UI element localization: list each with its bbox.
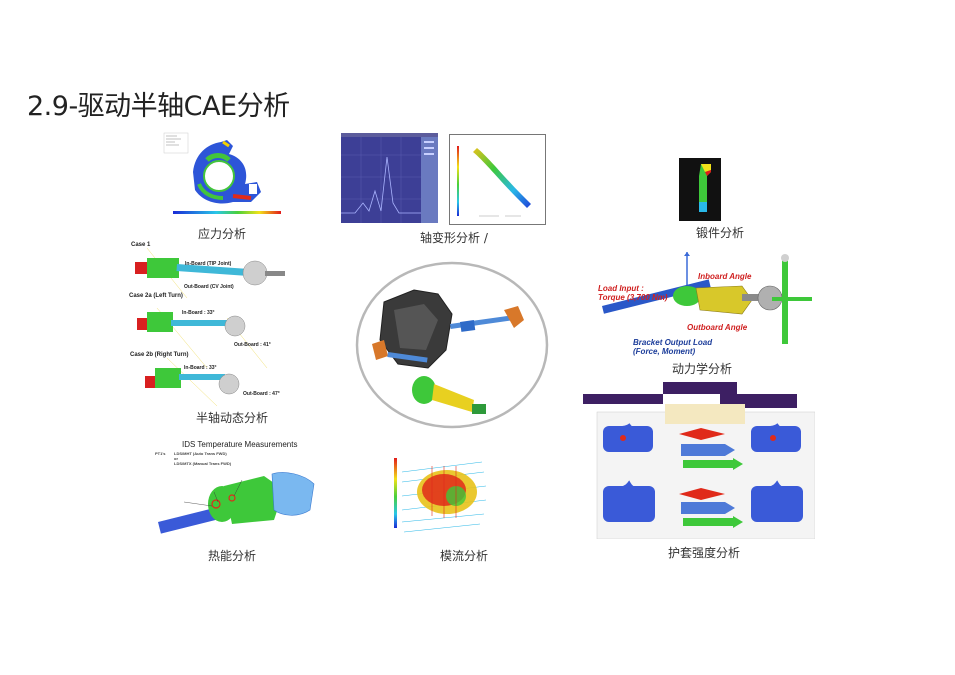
flow-figure [392,452,496,540]
load-input-label: Load Input : [598,284,644,293]
boot-strength-caption: 护套强度分析 [668,546,741,560]
flow-caption: 模流分析 [440,549,489,563]
case2b-outboard-label: Out-Board : 47° [243,391,280,397]
dynamics-caption: 动力学分析 [672,362,733,376]
case1-outboard-label: Out-Board (CV Joint) [184,284,234,290]
dynamics-figure [592,252,822,360]
halfshaft-dynamic-figure [127,238,287,408]
inboard-angle-label: Inboard Angle [698,272,752,281]
bracket-output-label: Bracket Output Load [633,338,713,347]
case1-inboard-label: In-Board (TIP Joint) [185,261,232,267]
case2a-inboard-label: In-Board : 33° [182,310,215,316]
deformation-caption: 轴变形分析 / [420,231,488,245]
torque-label: Torque (3,700 Nm) [598,293,668,302]
forging-figure [679,158,721,221]
forging-caption: 锻件分析 [696,226,745,240]
case2b-label: Case 2b (Right Turn) [130,352,189,358]
case2a-outboard-label: Out-Board : 41° [234,342,271,348]
halfshaft-dynamic-caption: 半轴动态分析 [196,411,269,425]
force-moment-label: (Force, Moment) [633,347,696,356]
thermal-heading: IDS Temperature Measurements [182,440,298,449]
thermal-figure [154,440,320,542]
case2a-label: Case 2a (Left Turn) [129,293,183,299]
stress-figure [163,132,291,220]
thermal-legend-line2: or [174,456,178,461]
stress-caption: 应力分析 [198,227,247,241]
case2b-inboard-label: In-Board : 33° [184,365,217,371]
boot-strength-figure [583,382,816,540]
outboard-angle-label: Outboard Angle [687,323,748,332]
thermal-legend-line3: LDS/MTX (Manual Trans FWD) [174,461,232,466]
deformation-plot-right [449,134,546,225]
deformation-plot-left [341,133,438,223]
thermal-caption: 热能分析 [208,549,257,563]
driveline-assembly-circle [354,260,550,430]
case1-label: Case 1 [131,242,151,248]
thermal-legend-line1: LDS/MHT (Auto Trans FWD) [174,451,227,456]
slide-title: 2.9-驱动半轴CAE分析 [27,91,290,122]
thermal-legend-label: PT1's [155,451,166,456]
